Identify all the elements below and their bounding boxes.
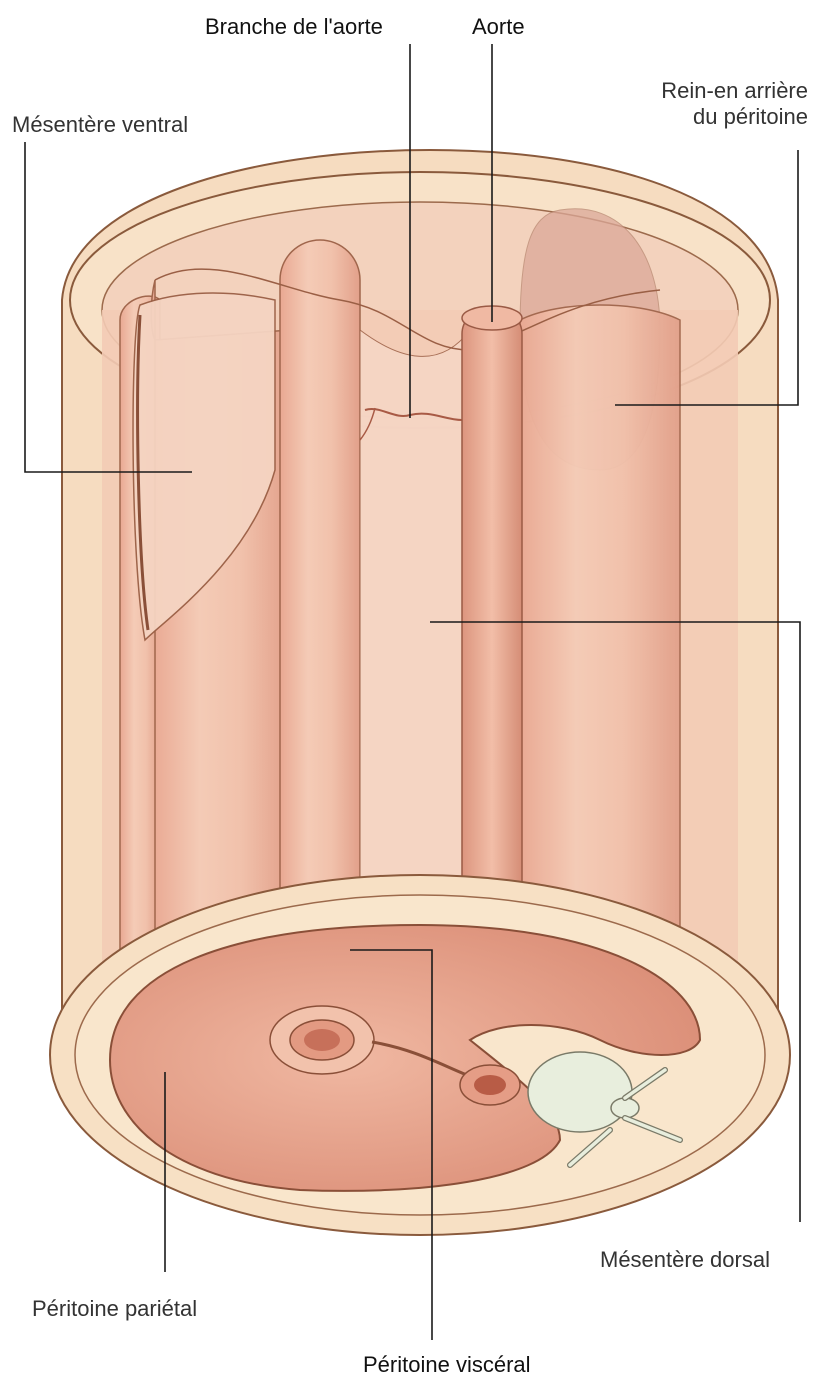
label-peritoine-visceral: Péritoine viscéral: [363, 1352, 531, 1378]
label-mesentere-dorsal: Mésentère dorsal: [600, 1247, 770, 1273]
label-peritoine-parietal: Péritoine pariétal: [32, 1296, 197, 1322]
label-rein-line2: du péritoine: [661, 104, 808, 130]
label-rein-line1: Rein-en arrière: [661, 78, 808, 104]
label-branche-aorte: Branche de l'aorte: [205, 14, 383, 40]
label-aorte: Aorte: [472, 14, 525, 40]
label-mesentere-ventral: Mésentère ventral: [12, 112, 188, 138]
cross-section: [50, 875, 790, 1235]
label-rein: Rein-en arrière du péritoine: [661, 78, 808, 130]
